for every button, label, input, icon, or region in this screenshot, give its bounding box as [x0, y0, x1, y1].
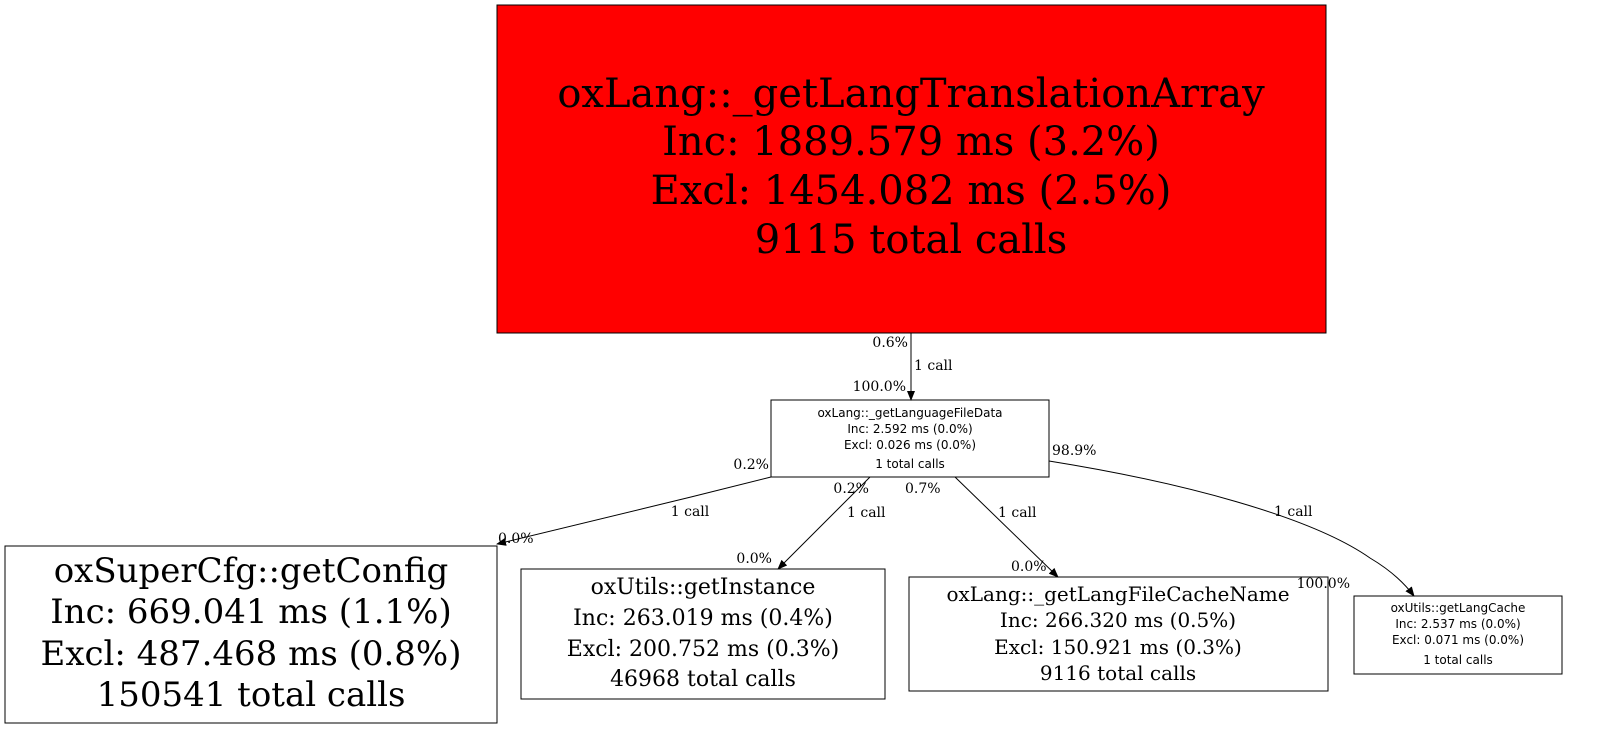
- node-getlanguagefiledata[interactable]: oxLang::_getLanguageFileData Inc: 2.592 …: [770, 399, 1050, 478]
- node-getinstance[interactable]: oxUtils::getInstance Inc: 263.019 ms (0.…: [520, 568, 886, 700]
- node-calls: 9115 total calls: [755, 217, 1067, 263]
- edge-root-to-languagefiledata: 0.6% 1 call 100.0%: [853, 333, 953, 401]
- node-name: oxLang::_getLangTranslationArray: [557, 71, 1265, 117]
- edge-label: 1 call: [998, 505, 1037, 521]
- edge-languagefiledata-to-getlangcache: 98.9% 1 call 100.0%: [1048, 443, 1415, 597]
- edge-languagefiledata-to-getlangfilecachename: 0.7% 1 call 0.0%: [905, 476, 1059, 578]
- node-getlangtranslationarray[interactable]: oxLang::_getLangTranslationArray Inc: 18…: [496, 4, 1327, 334]
- edge-label: 1 call: [1274, 504, 1313, 520]
- node-name: oxUtils::getInstance: [591, 575, 816, 600]
- edge-tail-label: 0.2%: [833, 481, 869, 497]
- node-inclusive: Inc: 2.592 ms (0.0%): [847, 422, 972, 436]
- node-exclusive: Excl: 1454.082 ms (2.5%): [651, 168, 1172, 214]
- edge-tail-label: 0.6%: [872, 335, 908, 351]
- node-exclusive: Excl: 200.752 ms (0.3%): [567, 637, 839, 662]
- edge-head-label: 0.0%: [1011, 559, 1047, 575]
- edge-languagefiledata-to-getinstance: 0.2% 1 call 0.0%: [736, 476, 886, 570]
- node-inclusive: Inc: 1889.579 ms (3.2%): [662, 119, 1160, 165]
- node-name: oxLang::_getLanguageFileData: [817, 406, 1002, 420]
- node-name: oxSuperCfg::getConfig: [54, 551, 449, 591]
- edge-label: 1 call: [671, 504, 710, 520]
- edge-head-label: 100.0%: [1297, 576, 1350, 592]
- edge-head-label: 100.0%: [853, 379, 906, 395]
- node-exclusive: Excl: 487.468 ms (0.8%): [41, 634, 462, 674]
- node-exclusive: Excl: 150.921 ms (0.3%): [994, 635, 1242, 659]
- node-inclusive: Inc: 266.320 ms (0.5%): [1000, 608, 1236, 632]
- edge-head-label: 0.0%: [736, 551, 772, 567]
- node-inclusive: Inc: 263.019 ms (0.4%): [573, 606, 833, 631]
- node-calls: 1 total calls: [875, 457, 945, 471]
- node-exclusive: Excl: 0.026 ms (0.0%): [844, 438, 976, 452]
- node-exclusive: Excl: 0.071 ms (0.0%): [1392, 633, 1524, 647]
- node-getlangfilecachename[interactable]: oxLang::_getLangFileCacheName Inc: 266.3…: [908, 576, 1329, 692]
- node-inclusive: Inc: 2.537 ms (0.0%): [1395, 617, 1520, 631]
- node-calls: 1 total calls: [1423, 653, 1493, 667]
- node-calls: 46968 total calls: [610, 667, 796, 692]
- node-inclusive: Inc: 669.041 ms (1.1%): [50, 592, 451, 632]
- edge-languagefiledata-to-getconfig: 0.2% 1 call 0.0%: [496, 457, 772, 547]
- edge-tail-label: 98.9%: [1052, 443, 1096, 459]
- edge-tail-label: 0.7%: [905, 481, 941, 497]
- node-getconfig[interactable]: oxSuperCfg::getConfig Inc: 669.041 ms (1…: [4, 545, 498, 724]
- node-name: oxUtils::getLangCache: [1391, 601, 1526, 615]
- edge-label: 1 call: [914, 358, 953, 374]
- node-getlangcache[interactable]: oxUtils::getLangCache Inc: 2.537 ms (0.0…: [1353, 595, 1563, 675]
- edge-tail-label: 0.2%: [733, 457, 769, 473]
- node-calls: 9116 total calls: [1040, 661, 1196, 685]
- node-calls: 150541 total calls: [97, 675, 406, 715]
- node-name: oxLang::_getLangFileCacheName: [946, 582, 1289, 606]
- edge-head-label: 0.0%: [498, 531, 534, 547]
- edge-label: 1 call: [847, 505, 886, 521]
